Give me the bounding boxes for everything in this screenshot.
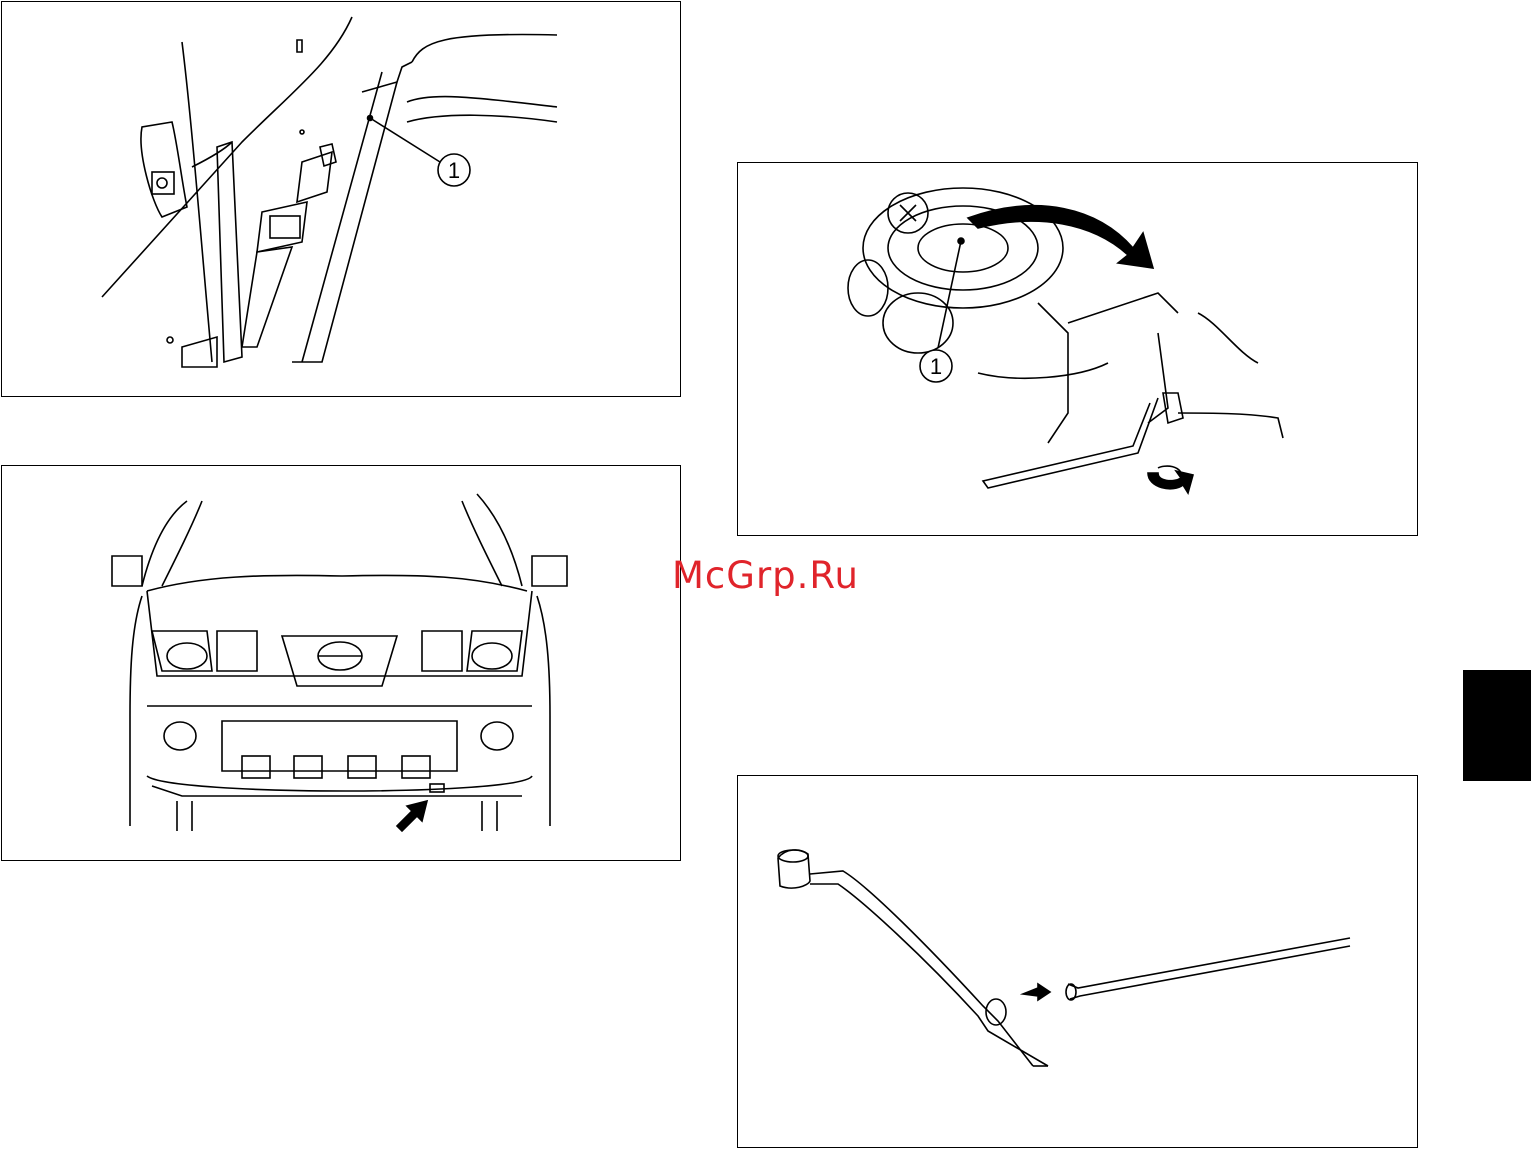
figure-spare-tire: 1 — [737, 162, 1418, 536]
section-tab — [1463, 670, 1531, 781]
callout-label: 1 — [448, 158, 460, 183]
figure-front-tow-hook — [1, 465, 681, 861]
vehicle-front-illustration — [2, 466, 681, 861]
wrench-illustration — [738, 776, 1418, 1148]
callout-label: 1 — [930, 354, 942, 379]
figure-wheel-nut-wrench — [737, 775, 1418, 1148]
watermark: McGrp.Ru — [672, 554, 859, 597]
callout-1: 1 — [738, 163, 1418, 536]
callout-1: 1 — [2, 2, 681, 397]
figure-jack-stowage: 1 — [1, 1, 681, 397]
